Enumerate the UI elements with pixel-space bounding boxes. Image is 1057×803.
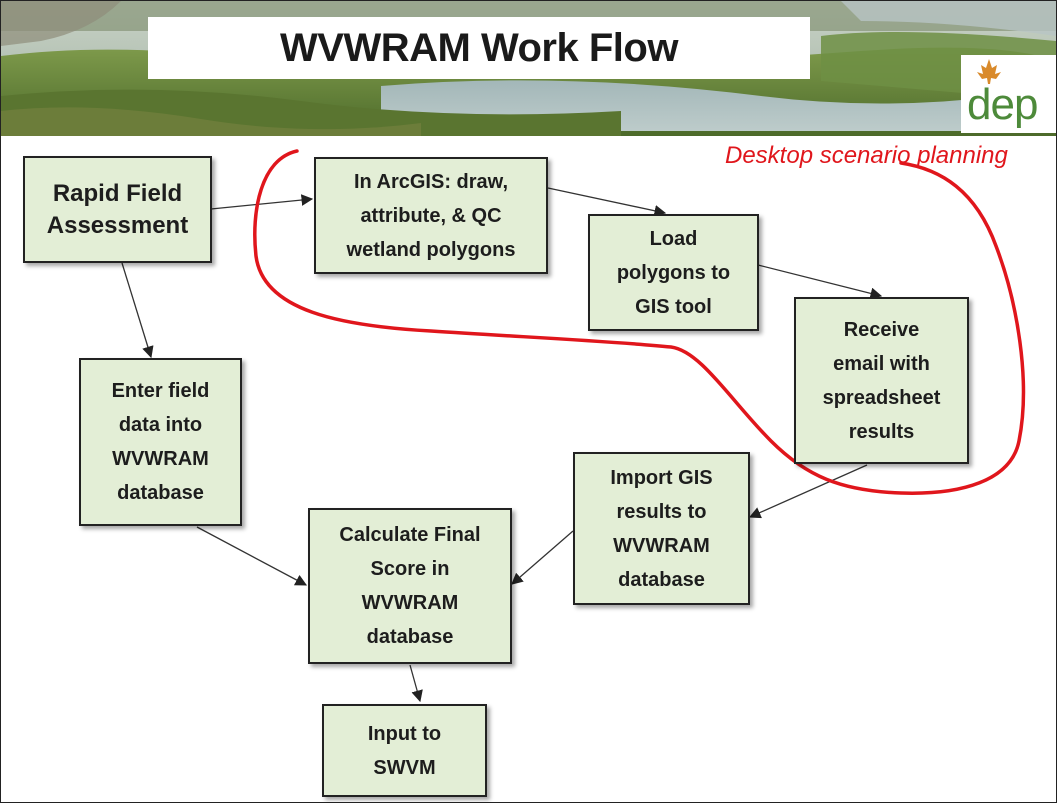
arrow-enter-to-calculate [196,526,308,586]
step-label: Enter field data into WVWRAM database [111,380,210,504]
arrow-arcgis-to-load [547,187,667,217]
arrow-calculate-to-swvm [409,664,423,703]
dep-logo [961,55,1056,133]
maple-leaf-icon [977,59,1001,84]
step-input-swvm: Input to SWVM [322,704,487,797]
step-label: Calculate Final Score in WVWRAM database [339,524,481,648]
arrow-receive-to-import [748,464,868,519]
step-arcgis-draw: In ArcGIS: draw, attribute, & QC wetland… [314,157,548,274]
arrow-load-to-receive [757,264,883,300]
step-load-polygons: Load polygons to GIS tool [588,214,759,331]
arrow-rapid-to-arcgis [210,194,314,210]
step-label: In ArcGIS: draw, attribute, & QC wetland… [346,170,516,261]
desktop-scenario-loop [253,149,1026,495]
step-receive-email: Receive email with spreadsheet results [794,297,969,464]
step-label: Import GIS results to WVWRAM database [610,466,713,591]
step-label: Load polygons to GIS tool [616,227,731,318]
step-label: Rapid Field Assessment [46,179,189,239]
step-calculate-score: Calculate Final Score in WVWRAM database [308,508,512,664]
dep-logo-text: dep [967,80,1038,129]
step-label: Receive email with spreadsheet results [822,318,941,443]
slide-title: WVWRAM Work Flow [148,17,810,79]
desktop-scenario-label: Desktop scenario planning [725,142,1008,169]
arrow-rapid-to-enter [121,262,154,359]
step-label: Input to SWVM [367,722,442,779]
step-rapid-field-assessment: Rapid Field Assessment [23,156,212,263]
arrow-import-to-calculate [511,530,574,585]
wetland-banner-image: WVWRAM Work Flow dep [1,1,1056,136]
step-enter-field-data: Enter field data into WVWRAM database [79,358,242,526]
step-import-gis: Import GIS results to WVWRAM database [573,452,750,605]
